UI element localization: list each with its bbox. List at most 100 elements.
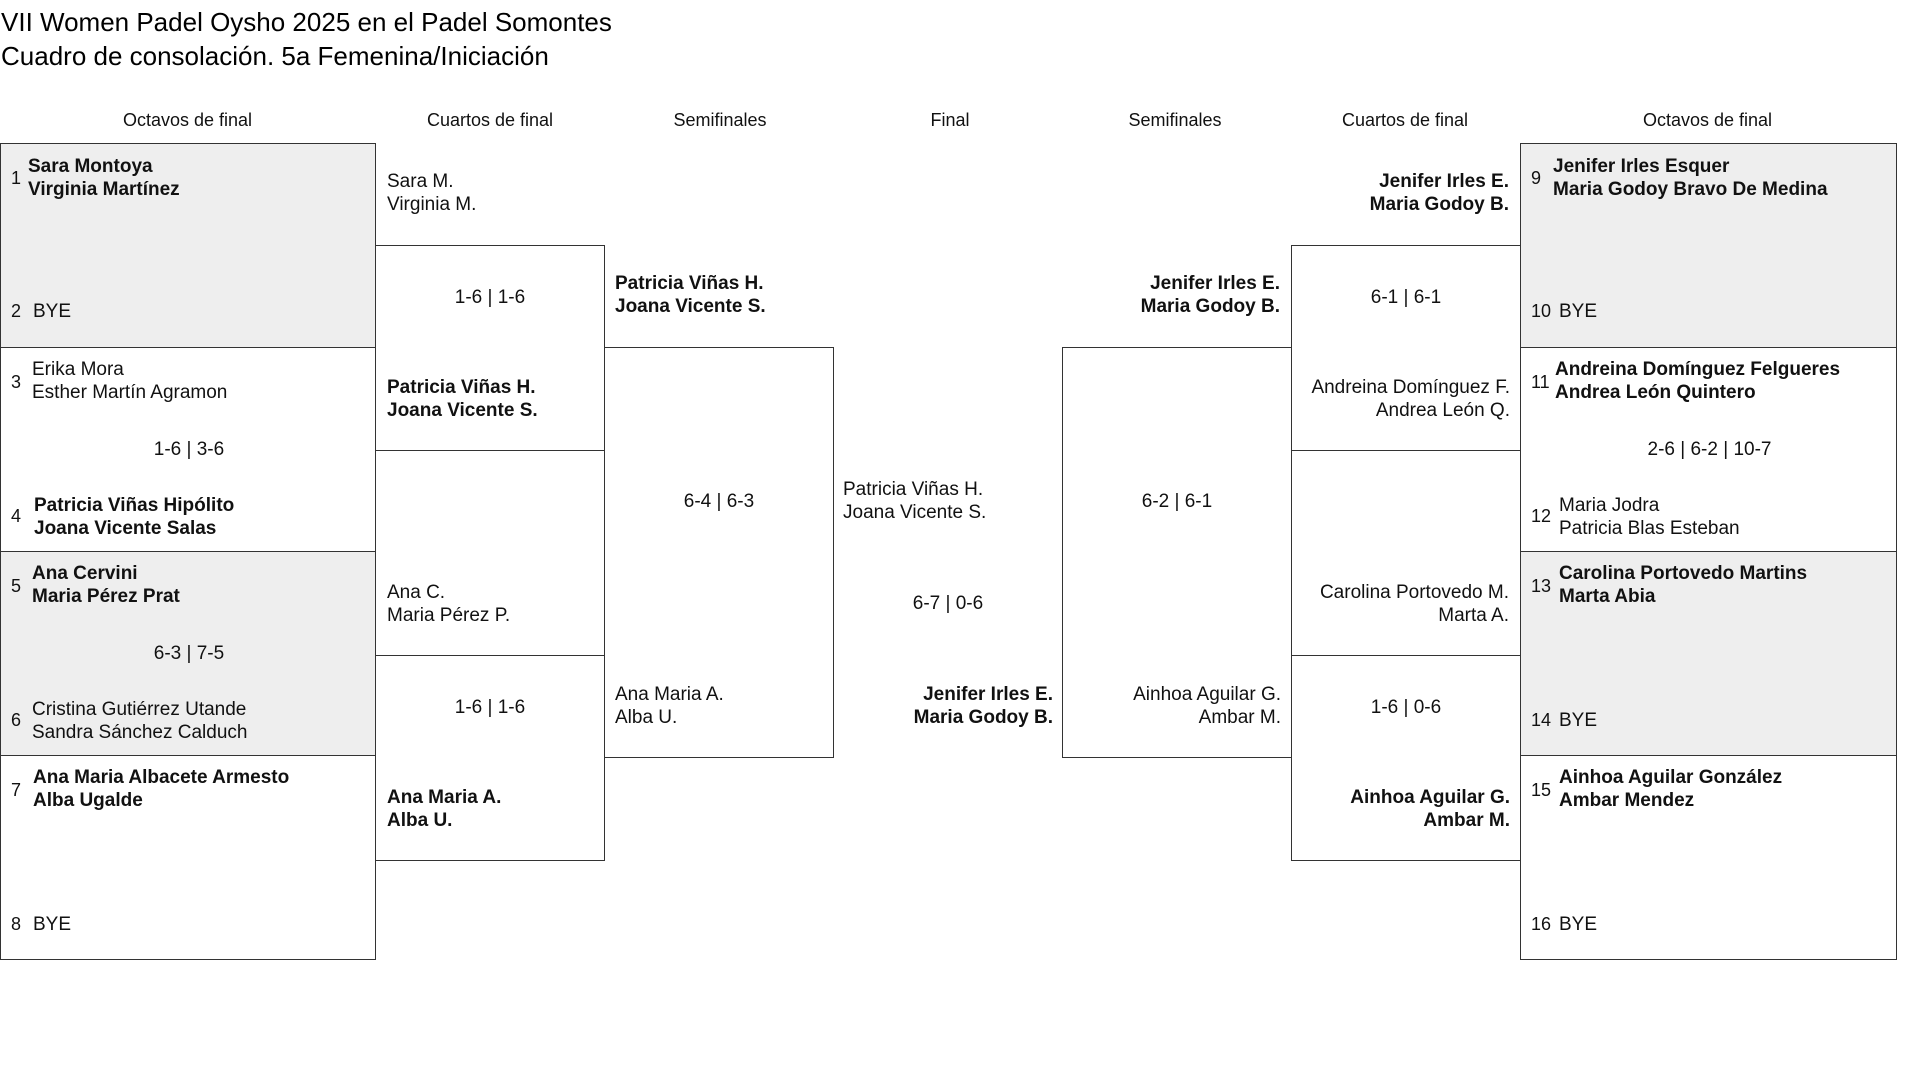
match-score: 2-6 | 6-2 | 10-7 — [1647, 439, 1772, 460]
sf-left-top-p1: Patricia Viñas H. — [615, 273, 764, 294]
qf-right-2-top-p1: Carolina Portovedo M. — [1319, 582, 1509, 603]
final-bottom-p2: Maria Godoy B. — [913, 707, 1053, 728]
match-box-right-r16-2: 11 Andreina Domínguez Felgueres Andrea L… — [1520, 347, 1897, 552]
match-box-left-r16-2: 3 Erika Mora Esther Martín Agramon 1-6 |… — [0, 347, 376, 552]
player-name: Ana Maria Albacete Armesto — [33, 767, 290, 788]
seed-number: 15 — [1531, 780, 1552, 800]
sf-right-top-p2: Maria Godoy B. — [1140, 296, 1280, 317]
seed-number: 9 — [1531, 168, 1542, 188]
player-name: Joana Vicente S. — [387, 400, 538, 421]
player-name: Ambar Mendez — [1559, 790, 1695, 811]
match-box-right-sf: 6-2 | 6-1 Ainhoa Aguilar G. Ambar M. — [1062, 347, 1292, 758]
player-name: BYE — [33, 914, 72, 935]
seed-number: 13 — [1531, 576, 1552, 596]
seed-number: 14 — [1531, 710, 1552, 730]
match-box-left-sf: 6-4 | 6-3 Ana Maria A. Alba U. — [604, 347, 834, 758]
match-box-right-r16-3: 13 Carolina Portovedo Martins Marta Abia… — [1520, 551, 1897, 756]
match-score: 1-6 | 0-6 — [1370, 697, 1442, 718]
player-name: Carolina Portovedo Martins — [1559, 563, 1808, 584]
round-header-right-r16: Octavos de final — [1642, 110, 1773, 130]
player-name: BYE — [1559, 710, 1598, 731]
player-name: BYE — [1559, 301, 1598, 322]
player-name: Ainhoa Aguilar G. — [1133, 684, 1281, 705]
seed-number: 16 — [1531, 914, 1552, 934]
match-box-right-r16-1: 9 Jenifer Irles Esquer Maria Godoy Bravo… — [1520, 143, 1897, 348]
player-name: Alba U. — [387, 810, 453, 831]
seed-number: 1 — [11, 168, 22, 188]
round-header-final: Final — [930, 110, 970, 130]
player-name: Erika Mora — [32, 359, 124, 380]
match-box-left-qf-2: 1-6 | 1-6 Ana Maria A. Alba U. — [375, 655, 605, 861]
match-box-left-r16-1: 1 Sara Montoya Virginia Martínez 2 BYE — [0, 143, 376, 348]
player-name: Ana Maria A. — [387, 787, 502, 808]
qf-left-2-top-p2: Maria Pérez P. — [387, 605, 511, 626]
match-box-right-qf-1: 6-1 | 6-1 Andreina Domínguez F. Andrea L… — [1291, 245, 1521, 451]
sf-right-top-p1: Jenifer Irles E. — [1150, 273, 1280, 294]
player-name: Marta Abia — [1559, 586, 1656, 607]
player-name: Patricia Viñas H. — [387, 377, 536, 398]
match-score: 6-2 | 6-1 — [1141, 491, 1213, 512]
round-header-left-sf: Semifinales — [673, 110, 767, 130]
seed-number: 6 — [11, 710, 22, 730]
player-name: Ana Cervini — [32, 563, 138, 584]
player-name: Patricia Viñas Hipólito — [34, 495, 235, 516]
qf-left-2-top-p1: Ana C. — [387, 582, 446, 603]
qf-right-1-top-p2: Maria Godoy B. — [1369, 194, 1509, 215]
seed-number: 7 — [11, 780, 22, 800]
match-score: 1-6 | 1-6 — [454, 287, 526, 308]
tournament-title: VII Women Padel Oysho 2025 en el Padel S… — [1, 7, 612, 37]
qf-right-1-top-p1: Jenifer Irles E. — [1379, 171, 1509, 192]
player-name: Virginia Martínez — [28, 179, 180, 200]
player-name: Andrea León Quintero — [1555, 382, 1756, 403]
round-header-right-sf: Semifinales — [1128, 110, 1222, 130]
player-name: Andreina Domínguez F. — [1311, 377, 1510, 398]
seed-number: 5 — [11, 576, 22, 596]
final-score: 6-7 | 0-6 — [912, 593, 984, 614]
seed-number: 8 — [11, 914, 22, 934]
player-name: Andreina Domínguez Felgueres — [1555, 359, 1841, 380]
player-name: Andrea León Q. — [1375, 400, 1510, 421]
match-score: 1-6 | 1-6 — [454, 697, 526, 718]
player-name: Maria Godoy Bravo De Medina — [1553, 179, 1828, 200]
player-name: Ambar M. — [1423, 810, 1510, 831]
seed-number: 10 — [1531, 301, 1552, 321]
player-name: Alba Ugalde — [33, 790, 143, 811]
round-header-right-qf: Cuartos de final — [1341, 110, 1469, 130]
match-box-right-r16-4: 15 Ainhoa Aguilar González Ambar Mendez … — [1520, 755, 1897, 960]
player-name: Patricia Blas Esteban — [1559, 518, 1740, 539]
player-name: BYE — [33, 301, 72, 322]
match-score: 1-6 | 3-6 — [153, 439, 225, 460]
player-name: Ana Maria A. — [615, 684, 724, 705]
player-name: Jenifer Irles Esquer — [1553, 156, 1730, 177]
player-name: Alba U. — [615, 707, 678, 728]
match-score: 6-4 | 6-3 — [683, 491, 755, 512]
round-header-left-r16: Octavos de final — [122, 110, 253, 130]
player-name: Ambar M. — [1198, 707, 1281, 728]
match-box-right-qf-2: 1-6 | 0-6 Ainhoa Aguilar G. Ambar M. — [1291, 655, 1521, 861]
player-name: Sandra Sánchez Calduch — [32, 722, 248, 743]
player-name: Maria Jodra — [1559, 495, 1660, 516]
player-name: BYE — [1559, 914, 1598, 935]
player-name: Ainhoa Aguilar González — [1559, 767, 1783, 788]
final-top-p1: Patricia Viñas H. — [843, 479, 984, 500]
player-name: Maria Pérez Prat — [32, 586, 180, 607]
round-header-left-qf: Cuartos de final — [426, 110, 554, 130]
seed-number: 11 — [1531, 372, 1550, 392]
player-name: Ainhoa Aguilar G. — [1350, 787, 1510, 808]
qf-left-1-top-p2: Virginia M. — [387, 194, 477, 215]
qf-right-2-top-p2: Marta A. — [1438, 605, 1509, 626]
final-bottom-p1: Jenifer Irles E. — [923, 684, 1053, 705]
player-name: Joana Vicente Salas — [34, 518, 217, 539]
qf-left-1-top-p1: Sara M. — [387, 171, 454, 192]
player-name: Esther Martín Agramon — [32, 382, 228, 403]
seed-number: 2 — [11, 301, 22, 321]
match-box-left-qf-1: 1-6 | 1-6 Patricia Viñas H. Joana Vicent… — [375, 245, 605, 451]
final-top-p2: Joana Vicente S. — [843, 502, 987, 523]
sf-left-top-p2: Joana Vicente S. — [615, 296, 766, 317]
player-name: Cristina Gutiérrez Utande — [32, 699, 247, 720]
seed-number: 3 — [11, 372, 22, 392]
draw-subtitle: Cuadro de consolación. 5a Femenina/Inici… — [1, 41, 549, 71]
seed-number: 12 — [1531, 506, 1552, 526]
player-name: Sara Montoya — [28, 156, 153, 177]
match-score: 6-3 | 7-5 — [153, 643, 225, 664]
